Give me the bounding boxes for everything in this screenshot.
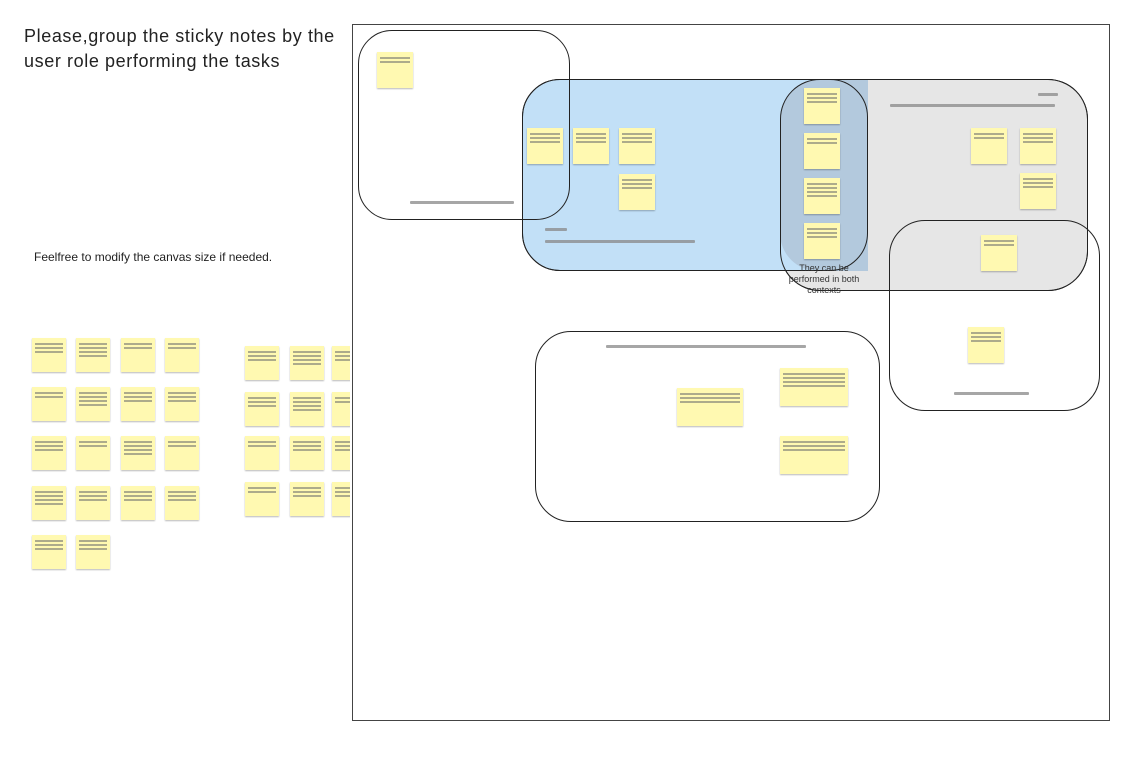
sticky-note[interactable] <box>290 346 324 380</box>
canvas-frame[interactable] <box>352 24 1110 721</box>
unsorted-stickies-group-2 <box>236 330 350 530</box>
overlap-caption: They can be performed in both contexts <box>788 263 860 295</box>
sticky-note[interactable] <box>165 486 199 520</box>
sticky-note[interactable] <box>245 436 279 470</box>
sticky-note[interactable] <box>76 387 110 421</box>
sticky-note[interactable] <box>290 392 324 426</box>
sticky-note[interactable] <box>1020 128 1056 164</box>
sticky-note[interactable] <box>32 338 66 372</box>
sticky-note[interactable] <box>245 392 279 426</box>
group-region-blue-outline <box>522 79 868 271</box>
group-region-top-left[interactable] <box>358 30 570 220</box>
sticky-note[interactable] <box>332 346 350 380</box>
sticky-note[interactable] <box>968 327 1004 363</box>
sticky-note[interactable] <box>780 368 848 406</box>
sticky-note[interactable] <box>804 88 840 124</box>
sticky-note[interactable] <box>971 128 1007 164</box>
sticky-note[interactable] <box>1020 173 1056 209</box>
sticky-note[interactable] <box>32 486 66 520</box>
group-region-gray-outline <box>780 79 1088 291</box>
sticky-note[interactable] <box>573 128 609 164</box>
sticky-note[interactable] <box>32 387 66 421</box>
sticky-note[interactable] <box>804 133 840 169</box>
sticky-note[interactable] <box>377 52 413 88</box>
sticky-note[interactable] <box>804 178 840 214</box>
group-region-right[interactable] <box>889 220 1100 411</box>
group-label-gray-line-1 <box>1038 93 1058 96</box>
sticky-note[interactable] <box>677 388 743 426</box>
sticky-note[interactable] <box>245 482 279 516</box>
canvas-size-note: Feelfree to modify the canvas size if ne… <box>34 250 273 264</box>
sticky-note[interactable] <box>245 346 279 380</box>
group-label-gray-line-2 <box>890 104 1055 107</box>
sticky-note[interactable] <box>76 338 110 372</box>
group-label-blue-line-1 <box>545 228 567 231</box>
sticky-note[interactable] <box>121 338 155 372</box>
sticky-note[interactable] <box>332 436 350 470</box>
group-label-top-left <box>410 201 514 204</box>
sticky-note[interactable] <box>619 174 655 210</box>
sticky-note[interactable] <box>780 436 848 474</box>
sticky-note[interactable] <box>290 482 324 516</box>
sticky-note[interactable] <box>619 128 655 164</box>
sticky-note[interactable] <box>121 436 155 470</box>
sticky-note[interactable] <box>332 482 350 516</box>
sticky-note[interactable] <box>165 436 199 470</box>
sticky-note[interactable] <box>76 436 110 470</box>
group-label-bottom <box>606 345 806 348</box>
sticky-note[interactable] <box>804 223 840 259</box>
sticky-note[interactable] <box>121 387 155 421</box>
sticky-note[interactable] <box>165 338 199 372</box>
sticky-note[interactable] <box>290 436 324 470</box>
group-label-right <box>954 392 1029 395</box>
group-label-blue-line-2 <box>545 240 695 243</box>
group-region-bottom[interactable] <box>535 331 880 522</box>
sticky-note[interactable] <box>32 535 66 569</box>
sticky-note[interactable] <box>32 436 66 470</box>
sticky-note[interactable] <box>165 387 199 421</box>
sticky-note[interactable] <box>121 486 155 520</box>
sticky-note[interactable] <box>981 235 1017 271</box>
sticky-note[interactable] <box>332 392 350 426</box>
instructions-title: Please,group the sticky notes by the use… <box>24 26 335 71</box>
sticky-note[interactable] <box>527 128 563 164</box>
sticky-note[interactable] <box>76 535 110 569</box>
sticky-note[interactable] <box>76 486 110 520</box>
